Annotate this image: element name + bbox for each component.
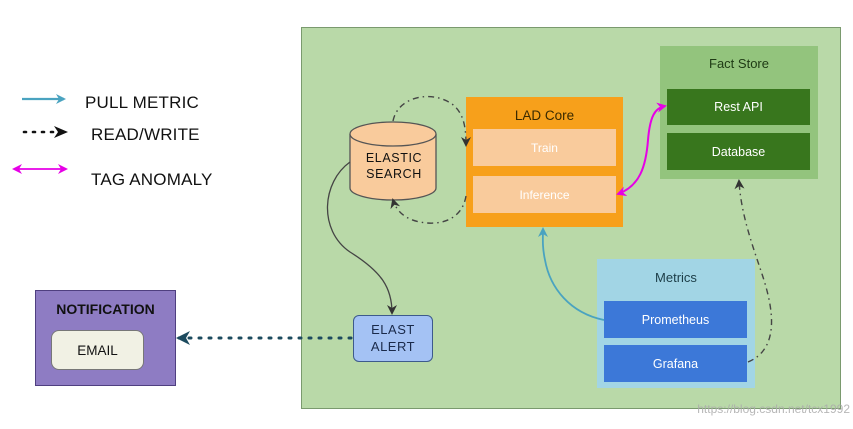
fact-store-title: Fact Store: [709, 55, 769, 71]
rest-api-box[interactable]: Rest API: [667, 89, 810, 125]
elastic-search-label[interactable]: ELASTIC SEARCH: [352, 146, 436, 186]
grafana-box[interactable]: Grafana: [604, 345, 747, 382]
lad-core-title: LAD Core: [514, 107, 575, 123]
elastic-search-line2: SEARCH: [366, 167, 422, 181]
grafana-to-database-arrow: [734, 179, 773, 363]
elast-alert-line1: ELAST: [371, 322, 415, 338]
legend-read-write-label: READ/WRITE: [91, 125, 200, 144]
email-box[interactable]: EMAIL: [51, 330, 144, 370]
inference-to-es-arrow: [390, 195, 467, 224]
watermark: https://blog.csdn.net/tcx1992: [697, 402, 850, 416]
prometheus-box[interactable]: Prometheus: [604, 301, 747, 338]
notification-title: NOTIFICATION: [56, 301, 155, 317]
prometheus-to-inference-arrow: [537, 227, 605, 321]
legend-tag-anomaly-label: TAG ANOMALY: [91, 170, 213, 189]
es-to-train-arrow: [392, 96, 471, 147]
inference-rest-api-arrow: [616, 102, 667, 196]
legend-pull-metric-label: PULL METRIC: [85, 93, 199, 112]
elast-alert-line2: ALERT: [370, 338, 416, 354]
elastic-search-line1: ELASTIC: [365, 150, 423, 165]
es-to-elast-alert-arrow: [326, 161, 397, 315]
metrics-title: Metrics: [655, 269, 697, 285]
train-box[interactable]: Train: [473, 129, 616, 166]
database-box[interactable]: Database: [667, 133, 810, 170]
inference-box[interactable]: Inference: [473, 176, 616, 213]
